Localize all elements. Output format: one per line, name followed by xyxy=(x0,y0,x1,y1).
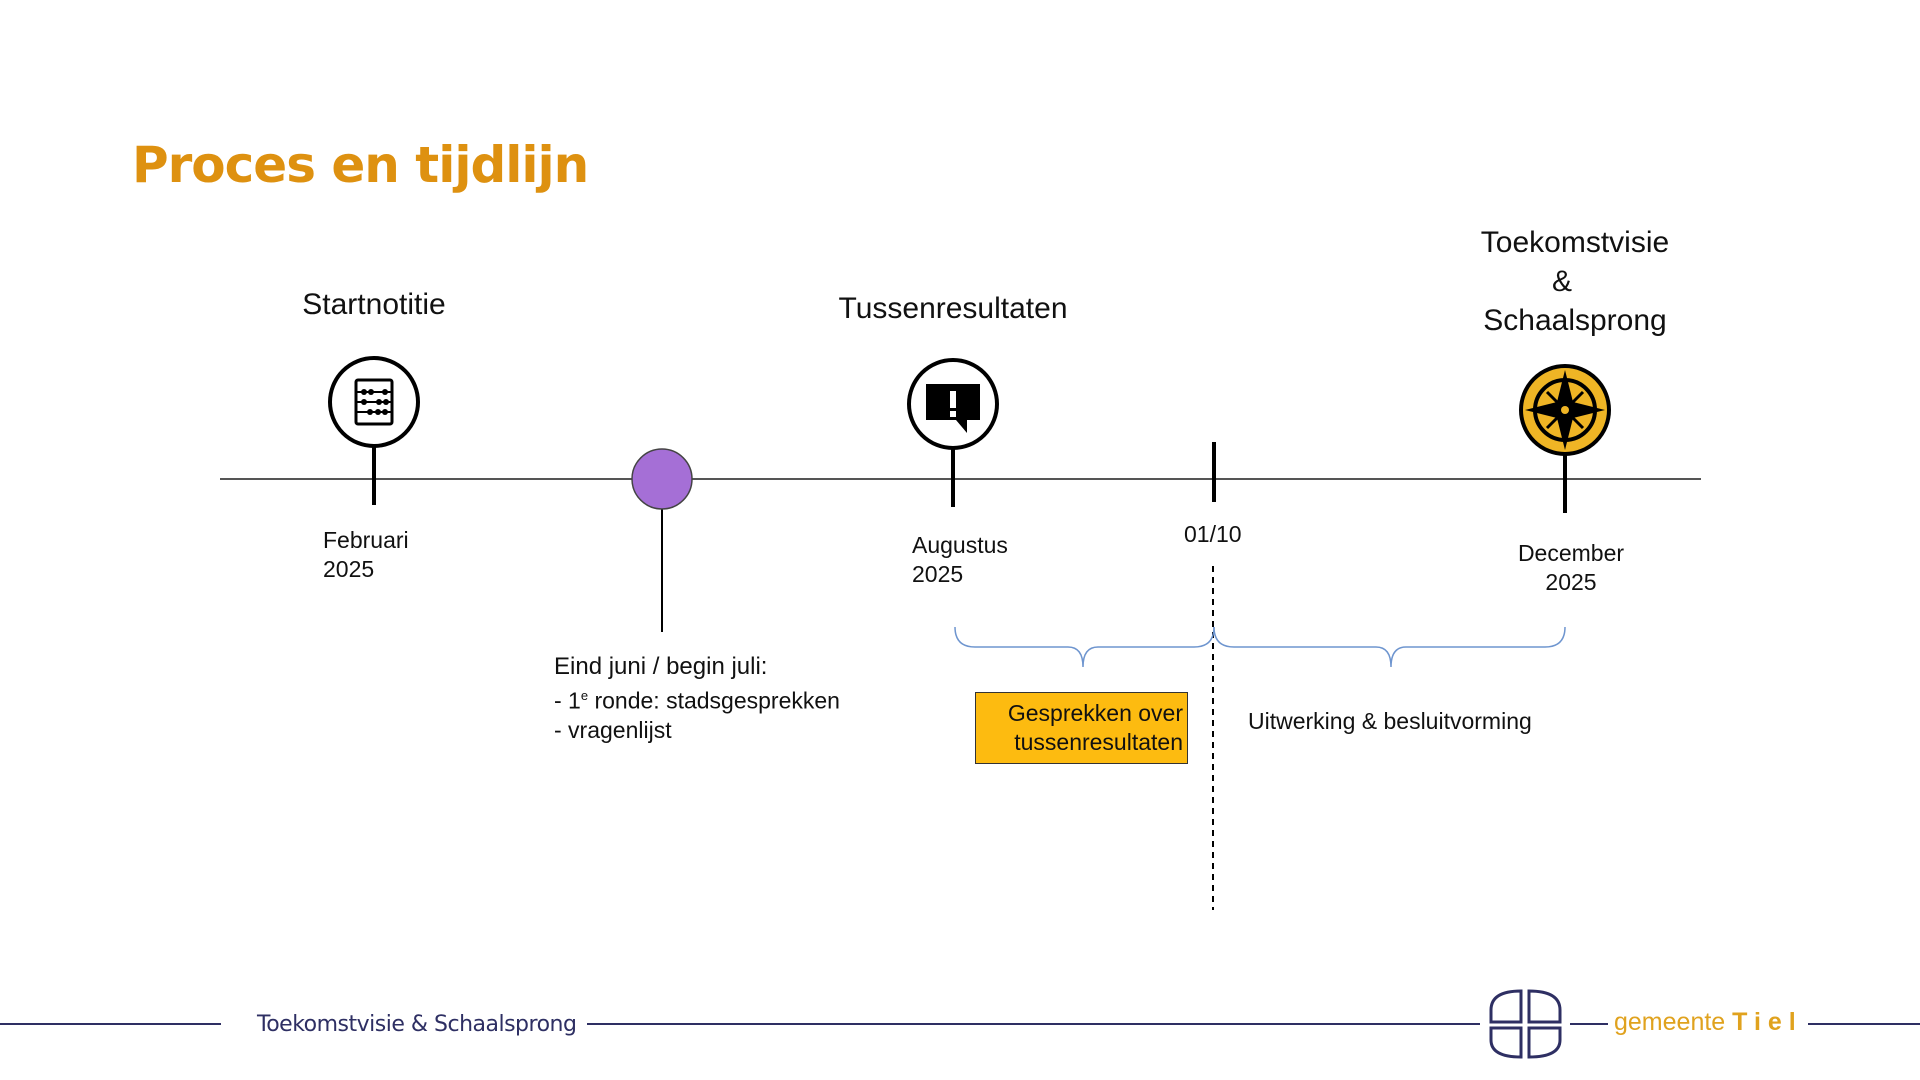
date-line: December xyxy=(1517,540,1625,566)
phase-label-highlight: Gesprekken over tussenresultaten xyxy=(975,692,1188,764)
phase-label-uitwerking: Uitwerking & besluitvorming xyxy=(1248,708,1532,734)
note-line-1: Eind juni / begin juli: xyxy=(554,653,768,680)
milestone-pin-tussenresultaten xyxy=(907,358,999,507)
milestone-title-tussenresultaten: Tussenresultaten xyxy=(838,292,1068,325)
date-line: Februari xyxy=(323,527,409,553)
alert-message-icon xyxy=(926,384,980,433)
footer-title: Toekomstvisie & Schaalsprong xyxy=(257,1012,577,1037)
purple-event-pin xyxy=(631,448,693,632)
milestone-title-startnotitie: Startnotitie xyxy=(302,288,446,321)
marker-label: 01/10 xyxy=(1184,521,1242,547)
milestone-date-startnotitie: Februari 2025 xyxy=(323,526,409,584)
slide-title: Proces en tijdlijn xyxy=(132,136,589,194)
compass-icon xyxy=(1525,370,1605,450)
brace-phase-1 xyxy=(954,626,1215,668)
phase-label-line: Gesprekken over xyxy=(1007,700,1183,726)
tiel-logo-emblem xyxy=(1489,989,1562,1059)
abacus-icon xyxy=(354,378,394,426)
milestone-title-line: Toekomstvisie xyxy=(1480,226,1670,259)
date-line: 2025 xyxy=(1545,569,1597,595)
milestone-title-line: Schaalsprong xyxy=(1483,304,1667,337)
milestone-title-toekomstvisie: Toekomstvisie & Schaalsprong xyxy=(1425,223,1725,340)
logo-name: Tiel xyxy=(1732,1008,1803,1036)
note-line-3: - vragenlijst xyxy=(554,716,672,743)
date-line: 2025 xyxy=(912,561,964,587)
logo-wordmark: gemeente Tiel xyxy=(1614,1008,1803,1037)
milestone-date-tussenresultaten: Augustus 2025 xyxy=(912,531,1008,589)
phase-label-line: tussenresultaten xyxy=(1014,729,1183,755)
milestone-title-line: & xyxy=(1551,265,1572,298)
note-line-2: - 1e ronde: stadsgesprekken xyxy=(554,687,840,714)
logo-prefix: gemeente xyxy=(1614,1008,1733,1036)
brace-phase-2 xyxy=(1213,626,1566,668)
milestone-date-toekomstvisie: December 2025 xyxy=(1512,539,1630,597)
date-line: 2025 xyxy=(323,556,375,582)
purple-event-note: Eind juni / begin juli: - 1e ronde: stad… xyxy=(554,652,840,745)
date-line: Augustus xyxy=(912,532,1008,558)
